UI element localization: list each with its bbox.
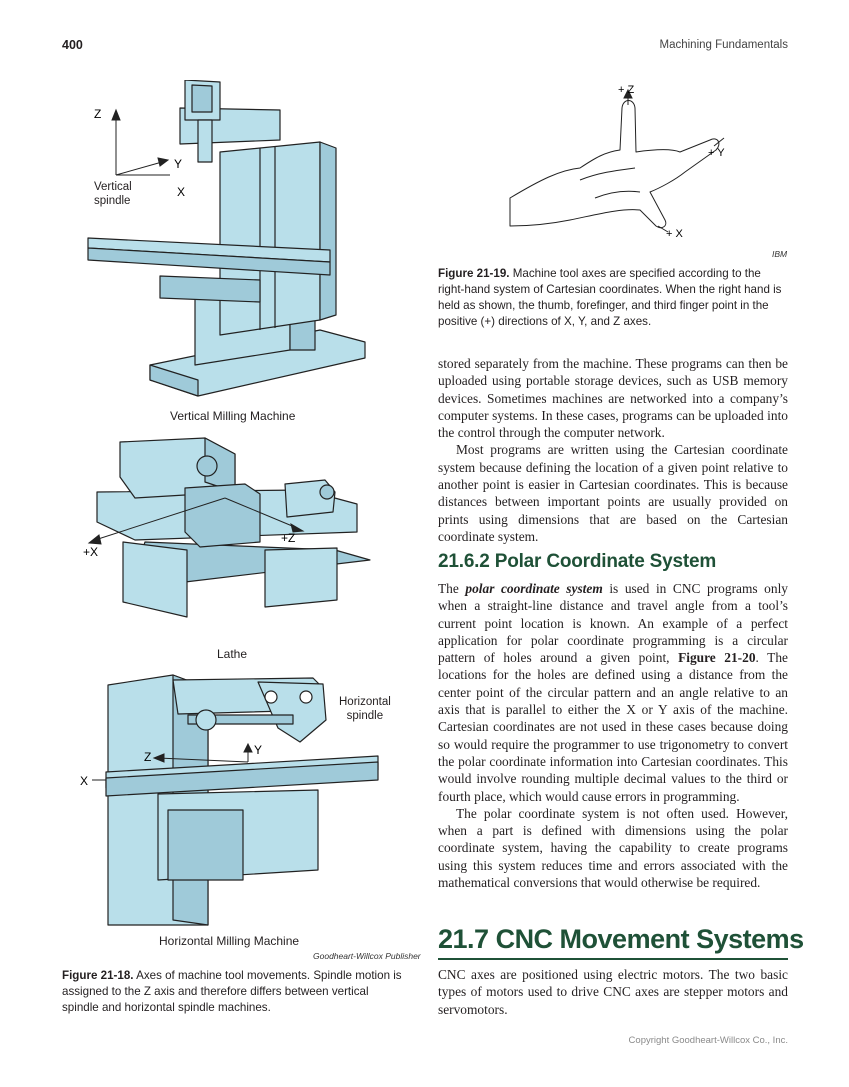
- copyright-footer: Copyright Goodheart-Willcox Co., Inc.: [628, 1035, 788, 1046]
- horizontal-mill-caption: Horizontal Milling Machine: [159, 934, 300, 948]
- section-heading-polar: 21.6.2 Polar Coordinate System: [438, 551, 716, 573]
- paragraph-5: CNC axes are positioned using electric m…: [438, 967, 788, 1017]
- horizontal-spindle-label: Horizontal spindle: [339, 696, 391, 722]
- body-text-polar: The polar coordinate system is used in C…: [438, 580, 788, 891]
- vertical-milling-machine-illustration: Z Y X: [87, 80, 366, 397]
- section-number: 21.6.2: [438, 551, 490, 572]
- body-text-top: stored separately from the machine. Thes…: [438, 355, 788, 545]
- paragraph-3-post: . The locations for the holes are define…: [438, 650, 788, 804]
- paragraph-3: The polar coordinate system is used in C…: [438, 580, 788, 805]
- figure-19-caption-text: Machine tool axes are specified accordin…: [438, 267, 782, 328]
- running-title: Machining Fundamentals: [659, 39, 789, 51]
- vertical-mill-z-label: Z: [94, 107, 101, 121]
- paragraph-1: stored separately from the machine. Thes…: [438, 356, 788, 441]
- paragraph-3-pre: The: [438, 581, 466, 596]
- chapter-title: CNC Movement Systems: [488, 924, 805, 954]
- paragraph-3-mid: is used in CNC programs only when a stra…: [438, 581, 788, 666]
- figure-19-caption: Figure 21-19. Machine tool axes are spec…: [438, 266, 786, 330]
- hand-x-label: + X: [666, 228, 683, 240]
- paragraph-4: The polar coordinate system is not often…: [438, 805, 788, 891]
- polar-term: polar coordinate system: [465, 581, 603, 596]
- horizontal-mill-y-label: Y: [254, 743, 262, 757]
- hand-z-label: + Z: [618, 84, 634, 96]
- figure-18-credit: Goodheart-Willcox Publisher: [313, 951, 421, 961]
- vertical-spindle-label: Vertical spindle: [94, 181, 132, 207]
- body-text-bottom: CNC axes are positioned using electric m…: [438, 966, 788, 1018]
- section-title: Polar Coordinate System: [489, 551, 717, 572]
- horizontal-milling-machine-illustration: Z Y X: [80, 674, 379, 926]
- vertical-mill-y-label: Y: [174, 157, 182, 171]
- vertical-mill-x-label: X: [177, 185, 185, 199]
- right-hand-axes-illustration: + Z + Y + X: [509, 84, 725, 240]
- figure-18-caption-text: Axes of machine tool movements. Spindle …: [62, 969, 402, 1014]
- figure-21-20-ref: Figure 21-20: [678, 650, 756, 666]
- horizontal-mill-z-label: Z: [144, 750, 151, 764]
- hand-y-label: + Y: [708, 147, 725, 159]
- lathe-illustration: +X +Z: [83, 437, 371, 618]
- horizontal-mill-x-label: X: [80, 774, 88, 788]
- lathe-x-label: +X: [83, 545, 98, 559]
- chapter-heading-cnc-movement: 21.7 CNC Movement Systems: [438, 924, 804, 955]
- heading-rule: [438, 958, 788, 960]
- paragraph-2: Most programs are written using the Cart…: [438, 442, 788, 544]
- vertical-mill-caption: Vertical Milling Machine: [170, 409, 296, 423]
- lathe-caption: Lathe: [217, 647, 248, 661]
- lathe-z-label: +Z: [281, 531, 295, 545]
- page-number: 400: [62, 38, 83, 52]
- chapter-number: 21.7: [438, 924, 489, 954]
- figure-19-credit: IBM: [772, 249, 788, 259]
- figure-18-caption-label: Figure 21-18.: [62, 969, 134, 982]
- figure-18-caption: Figure 21-18. Axes of machine tool movem…: [62, 968, 407, 1016]
- figure-19-caption-label: Figure 21-19.: [438, 267, 510, 280]
